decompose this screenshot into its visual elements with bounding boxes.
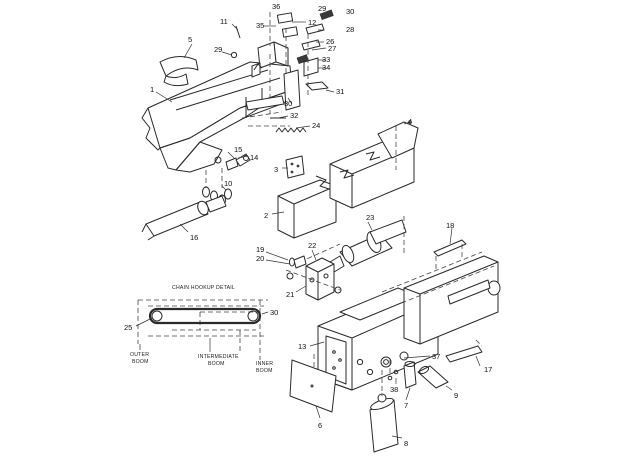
callout-29-left: 29 <box>214 45 222 54</box>
cylinder-part-16 <box>141 195 227 241</box>
callout-34: 34 <box>322 63 330 72</box>
callout-26: 26 <box>326 37 334 46</box>
callout-4: 4 <box>408 117 412 126</box>
callout-28: 28 <box>346 25 354 34</box>
callout-11: 11 <box>220 17 228 26</box>
callout-17: 17 <box>484 365 492 374</box>
callout-30-top: 30 <box>346 7 354 16</box>
wear-pad-part-17 <box>445 339 483 363</box>
callout-29-top: 29 <box>318 4 326 13</box>
inner-boom-part-4 <box>329 120 419 209</box>
pad-part-5 <box>159 56 199 87</box>
detail-title: CHAIN HOOKUP DETAIL <box>172 285 235 291</box>
callout-10: 10 <box>224 179 232 188</box>
outer-boom-section-right <box>381 251 501 345</box>
wear-pad-part-18 <box>433 239 467 272</box>
intermediate-boom-label-line1: INTERMEDIATE <box>198 354 239 360</box>
leader-lines <box>155 21 481 439</box>
callout-35: 35 <box>256 21 264 30</box>
inner-boom-label-line2: BOOM <box>256 368 273 374</box>
callout-14: 14 <box>250 153 258 162</box>
pin-part-11 <box>230 25 263 71</box>
callout-36: 36 <box>272 2 280 11</box>
callout-23: 23 <box>366 213 374 222</box>
callout-22: 22 <box>308 241 316 250</box>
pins-parts-19-21 <box>285 255 342 294</box>
outer-boom-part-1 <box>141 61 293 173</box>
callout-6: 6 <box>318 421 322 430</box>
spring-part-24 <box>241 95 307 133</box>
callout-12: 12 <box>308 18 316 27</box>
detail-callout-25: 25 <box>124 323 132 332</box>
detail-callout-30: 30 <box>270 308 278 317</box>
plate-part-3 <box>285 155 305 179</box>
callout-24: 24 <box>312 121 320 130</box>
callout-37: 37 <box>432 352 440 361</box>
callout-21: 21 <box>286 290 294 299</box>
callout-38: 38 <box>390 385 398 394</box>
callout-20: 20 <box>256 254 264 263</box>
plate-part-6 <box>289 354 337 413</box>
cylinder-part-23 <box>329 216 407 273</box>
fittings-37-38 <box>387 360 399 381</box>
callout-30-mid: 30 <box>284 99 292 108</box>
callout-15: 15 <box>234 145 242 154</box>
callout-13: 13 <box>298 342 306 351</box>
upper-bracket-assembly <box>251 12 301 114</box>
chain-hookup-detail: CHAIN HOOKUP DETAIL 25 30 OUTER BOOM INT… <box>124 285 278 374</box>
pin-part-9 <box>417 365 449 389</box>
callout-1: 1 <box>150 85 154 94</box>
callout-numbers: 1 2 3 4 5 6 7 8 9 10 11 12 13 14 15 16 1… <box>150 2 492 448</box>
callout-18: 18 <box>446 221 454 230</box>
spring-parts-upper <box>296 9 334 98</box>
callout-32: 32 <box>290 111 298 120</box>
callout-16: 16 <box>190 233 198 242</box>
intermediate-boom-label-line2: BOOM <box>208 361 225 367</box>
callout-5: 5 <box>188 35 192 44</box>
callout-7: 7 <box>404 401 408 410</box>
callout-9: 9 <box>454 391 458 400</box>
inner-boom-label-line1: INNER <box>256 361 273 367</box>
bracket-part-22 <box>299 243 341 301</box>
outer-boom-label-line2: BOOM <box>132 359 149 365</box>
callout-27: 27 <box>328 44 336 53</box>
pin-part-7 <box>403 361 417 389</box>
callout-33: 33 <box>322 55 330 64</box>
outer-boom-label-line1: OUTER <box>130 352 149 358</box>
callout-2: 2 <box>264 211 268 220</box>
inner-boom-part-2 <box>277 175 337 239</box>
pin-parts-14-15 <box>214 153 251 171</box>
callout-3: 3 <box>274 165 278 174</box>
callout-31: 31 <box>336 87 344 96</box>
callout-19: 19 <box>256 245 264 254</box>
cylinder-part-8 <box>369 370 399 453</box>
callout-8: 8 <box>404 439 408 448</box>
